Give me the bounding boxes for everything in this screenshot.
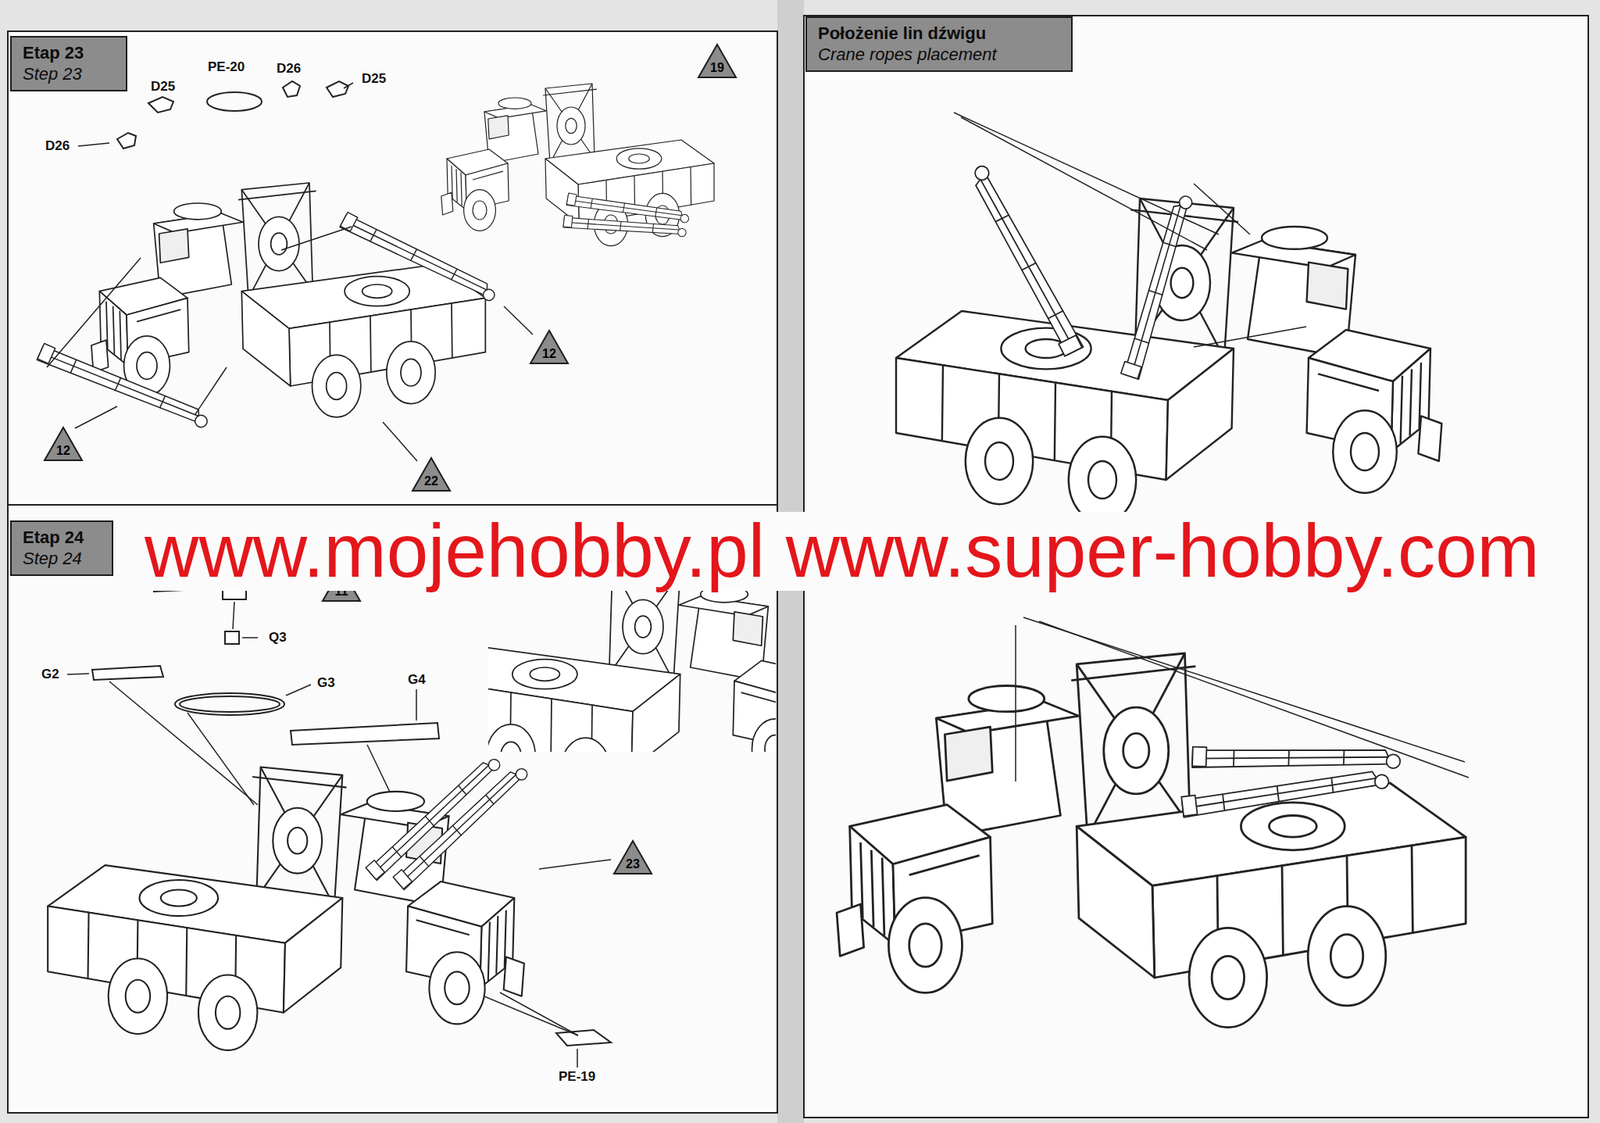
illustration-part-part-part [488,565,776,752]
illustration-part-part [78,142,110,147]
illustration-part-part [539,859,611,869]
illustration-part-part [225,631,240,644]
header-subtitle: Step 24 [22,547,101,569]
illustration-part [207,92,262,111]
header-title: Położenie lin dźwigu [817,22,1061,44]
illustration-part [1118,192,1199,379]
illustration-part-part [415,689,418,721]
part-label: G3 [314,675,338,691]
part-label: G2 [39,666,62,683]
header-subtitle: Step 23 [22,63,115,85]
illustration-part-part [47,766,525,1050]
illustration-part-part [75,406,118,429]
illustration-part-part [503,306,533,335]
illustration-part-part [281,226,352,250]
callout-triangle: 23 [612,839,654,875]
illustration-part-part [148,96,174,113]
illustration-part [1015,617,1469,782]
illustration-part [36,341,211,434]
step-header: Etap 24Step 24 [10,520,114,576]
callout-triangle: 12 [42,425,84,462]
callout-triangle: 19 [696,42,738,79]
illustration-part [1192,743,1401,774]
illustration-part-part [326,81,349,97]
callout-number: 22 [410,474,452,489]
illustration-part-part [343,82,354,89]
illustration-part-part [953,112,1219,235]
illustration-part-part [576,1048,579,1068]
illustration-part-part [500,992,579,1036]
illustration-part-part [488,565,776,752]
step-header: Położenie lin dźwiguCrane ropes placemen… [805,16,1073,72]
illustration-part-part [242,636,258,639]
illustration-part-part [109,681,258,805]
illustration-part [968,161,1083,358]
illustration-part-part [179,696,280,712]
part-label: D25 [148,78,178,95]
callout-triangle: 12 [528,328,570,365]
illustration-part-part [187,712,254,805]
illustration-part-part [382,421,418,461]
illustration-part-part [175,692,285,715]
part-label: PE-20 [205,59,247,75]
illustration-part-part [556,1029,611,1046]
header-title: Etap 23 [22,42,115,64]
illustration-part-part [1039,621,1469,778]
illustration-part [836,653,1466,1028]
part-label: D26 [42,138,72,154]
illustration-part [7,31,778,505]
illustration-part [391,763,533,890]
callout-number: 19 [696,60,738,75]
illustration-part [1181,769,1390,818]
illustration-part-part [117,132,136,149]
illustration-part-part [46,257,141,368]
illustration-part [563,213,687,240]
callout-number: 12 [42,443,84,458]
illustration-part-part [92,665,164,680]
illustration-part-part [1193,326,1307,347]
header-subtitle: Crane ropes placement [817,43,1061,65]
watermark: www.mojehobby.pl www.super-hobby.com [139,511,1545,591]
callout-number: 23 [612,857,654,872]
illustration-part-part [232,601,235,629]
part-label: D26 [274,60,304,77]
part-label: PE-19 [556,1068,598,1085]
illustration-part [47,766,525,1050]
callout-number: 12 [528,346,570,361]
illustration-part [953,112,1307,347]
illustration-part-part [195,367,227,415]
part-label: Q3 [266,629,290,646]
illustration-part-part [1193,183,1250,235]
illustration-part [91,182,486,418]
illustration-part-part [67,673,90,675]
header-title: Etap 24 [22,526,101,548]
illustration-part-part [290,722,440,745]
illustration-part-part [960,117,1208,250]
part-label: D25 [359,71,389,87]
illustration-part-part [285,684,311,696]
illustration-part [364,753,505,880]
step-header: Etap 23Step 23 [10,35,128,92]
callout-triangle: 22 [410,456,452,493]
illustration-part [7,504,778,1113]
illustration-part-part [282,81,300,97]
illustration-part [46,82,533,461]
part-label: G4 [405,671,429,688]
illustration-part [441,83,715,247]
illustration-part-part [1014,625,1017,782]
